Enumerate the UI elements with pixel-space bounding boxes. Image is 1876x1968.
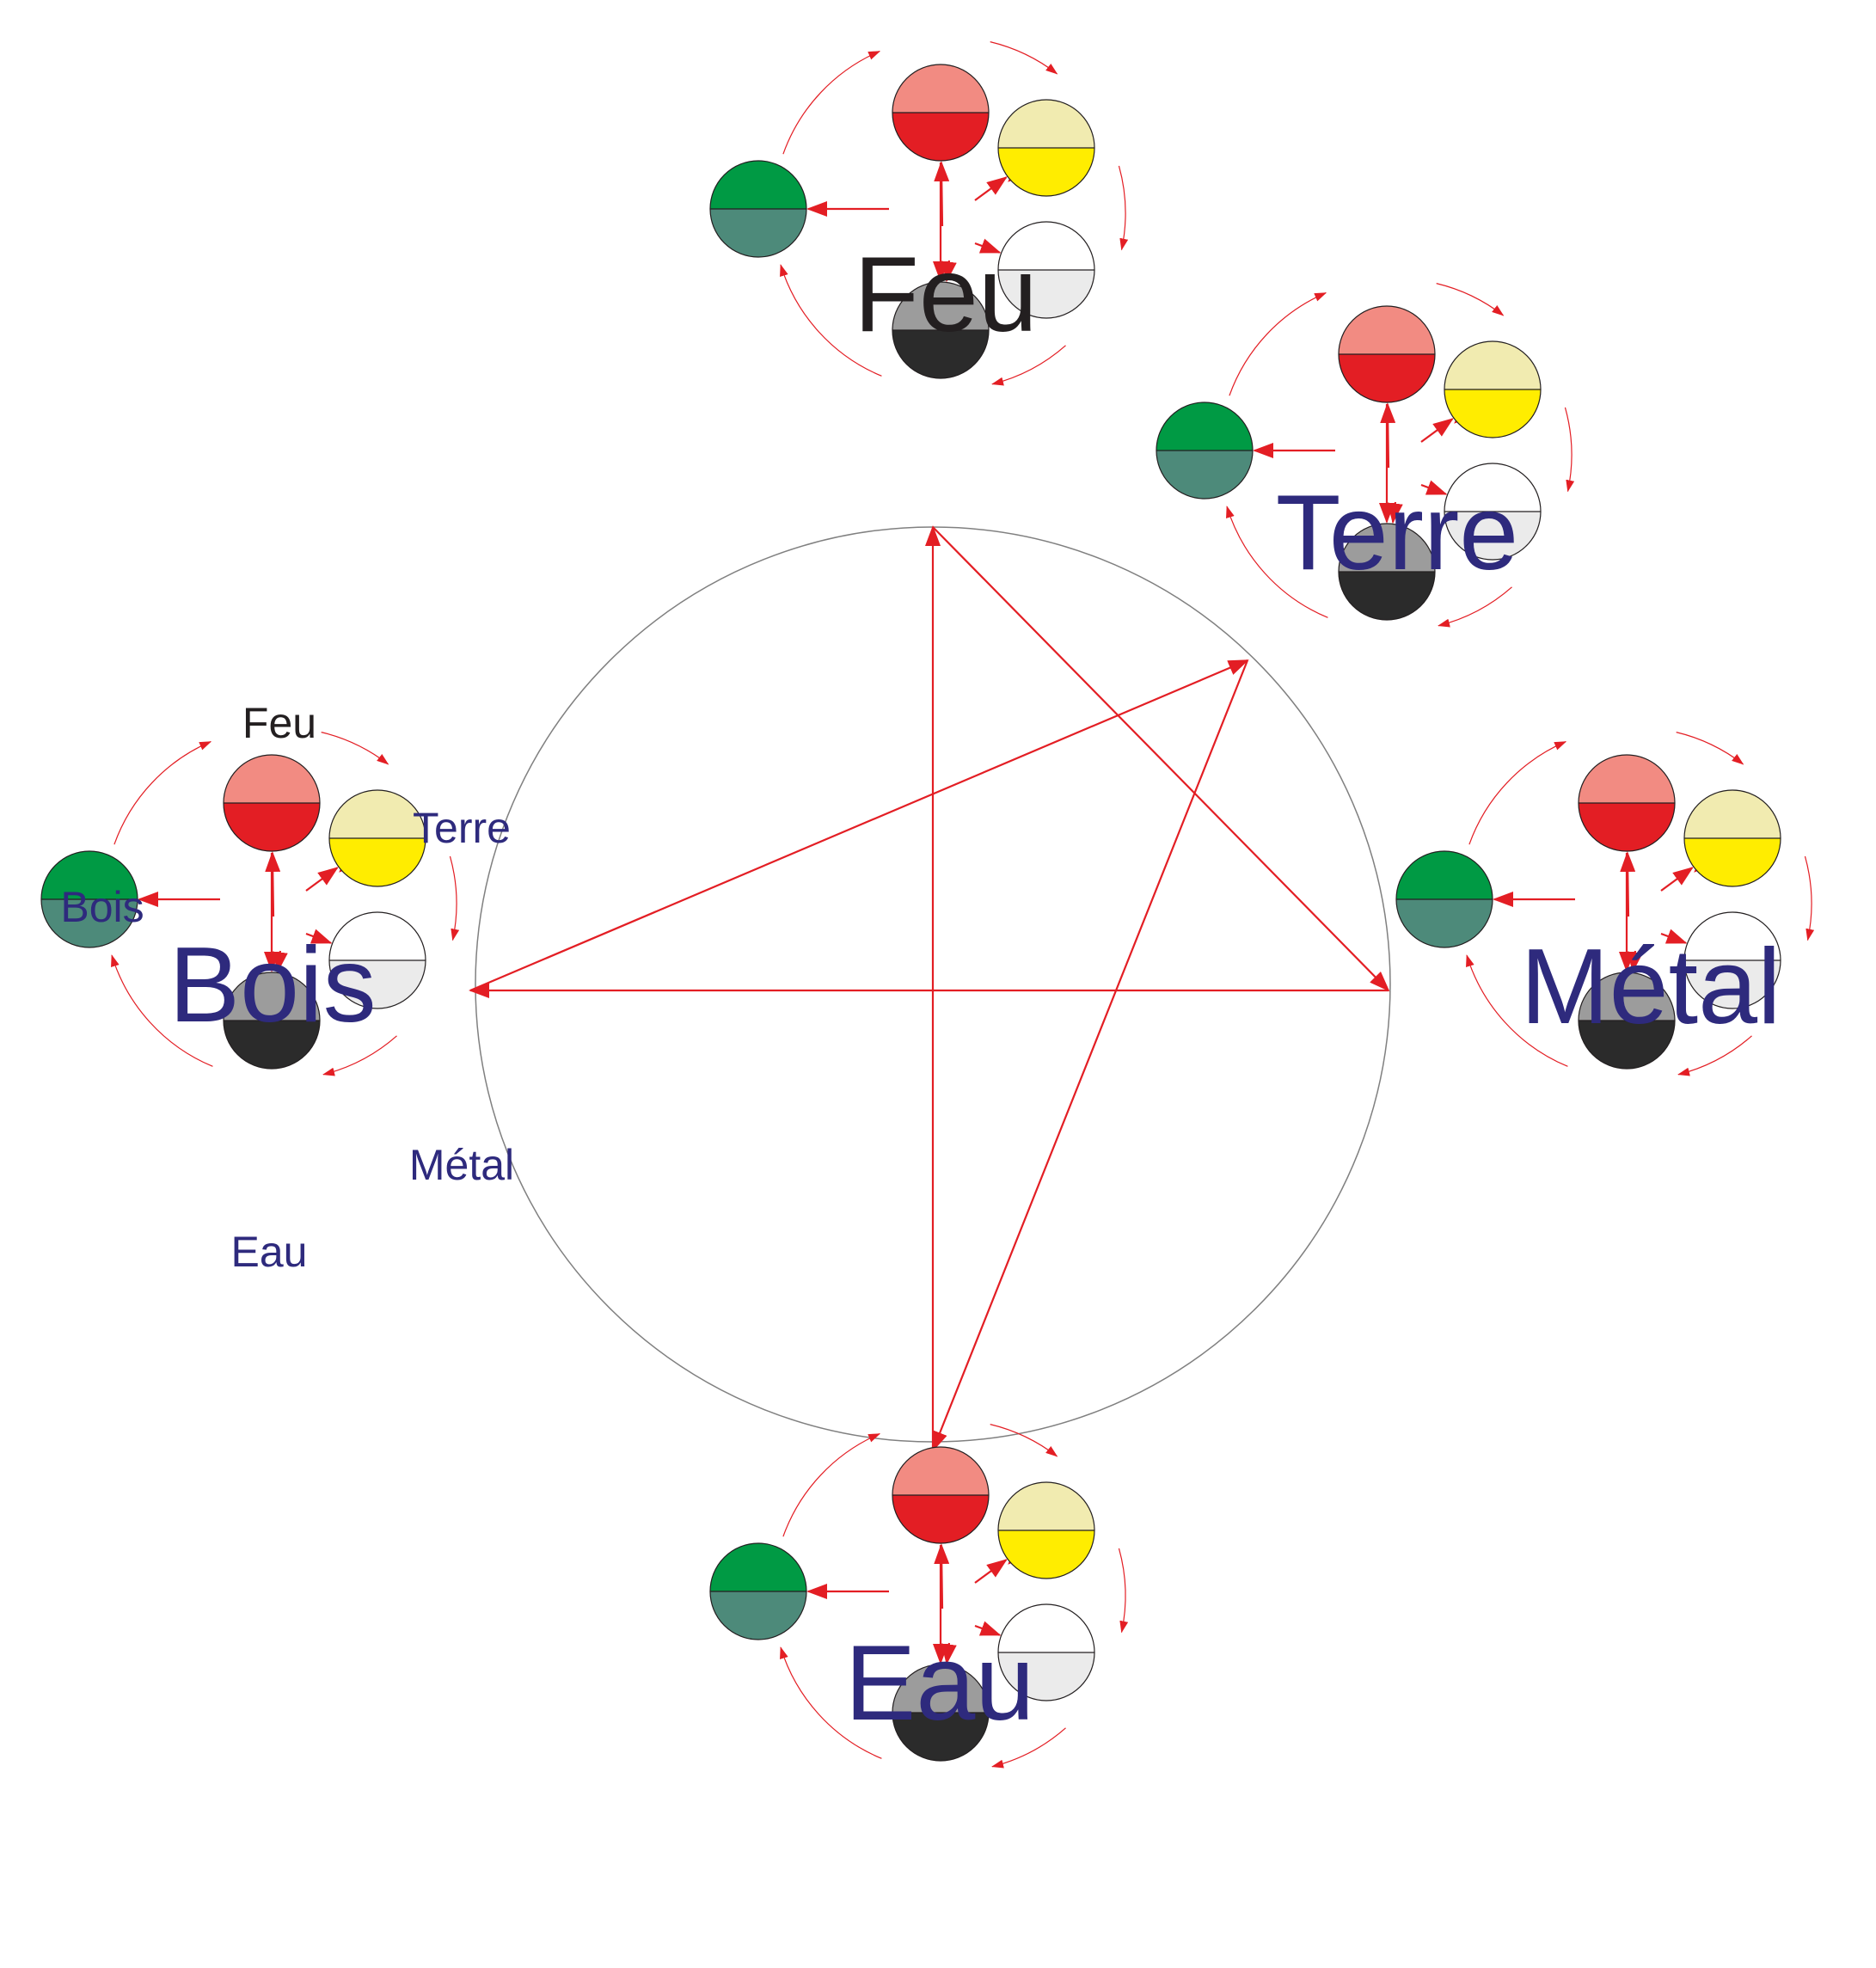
phase-circle-metal-bois [1395,850,1493,948]
cycle-arc-terre-terre [1564,407,1575,493]
title-feu: Feu [854,236,1038,354]
group-terre [1156,283,1575,628]
control-arrow-terre-metal [1420,480,1448,495]
control-arrow-bois-terre [305,867,339,892]
cycle-arc-eau-terre [1118,1548,1129,1634]
cycle-arc-terre-bois [1229,292,1327,396]
phase-circle-metal-metal [1683,911,1781,1009]
label-bois: Bois [60,883,144,931]
cycle-arc-feu-eau [780,264,882,377]
control-arrow-metal-terre [1660,867,1694,892]
phase-circle-metal-eau [1578,972,1676,1070]
title-eau: Eau [845,1624,1035,1743]
cycle-arc-terre-feu [1436,283,1505,316]
cycle-arc-feu-metal [991,345,1066,386]
phase-circle-eau-eau [892,1664,990,1762]
phase-circle-bois-feu [223,754,321,852]
phase-circle-feu-terre [997,99,1095,197]
cycle-arc-metal-bois [1468,741,1567,845]
group-bois [40,732,460,1076]
control-arrow-feu-terre [974,176,1008,201]
phase-circle-eau-bois [709,1542,807,1640]
group-metal [1395,732,1815,1076]
phase-circle-bois-metal [328,911,426,1009]
central-arrows [469,525,1390,1452]
cycle-arc-feu-terre [1118,165,1129,251]
label-eau: Eau [231,1228,308,1276]
title-terre: Terre [1276,474,1519,592]
title-bois: Bois [169,926,376,1045]
control-arrow-terre-terre [1420,418,1454,443]
group-titles: Feu Terre Métal Eau Bois [169,236,1781,1743]
phase-circle-eau-metal [997,1603,1095,1701]
control-arrow-metal-metal [1660,929,1688,944]
legend-labels: Feu Terre Bois Métal Eau [60,699,514,1276]
phase-circle-terre-eau [1338,523,1436,621]
phase-circle-terre-terre [1444,340,1542,438]
label-feu: Feu [242,699,316,747]
control-arrow-eau-terre [974,1559,1008,1584]
control-arrow-bois-metal [305,929,333,944]
phase-circle-bois-eau [223,972,321,1070]
phase-circle-feu-eau [892,281,990,379]
cycle-arc-terre-eau [1226,506,1328,618]
cycle-arc-eau-metal [991,1727,1066,1769]
phase-circle-terre-metal [1444,463,1542,561]
cycle-arc-bois-terre [449,855,460,941]
cycle-arc-metal-metal [1677,1035,1752,1076]
phase-circle-terre-feu [1338,305,1436,403]
phase-circle-metal-feu [1578,754,1676,852]
phase-circle-feu-metal [997,221,1095,319]
cycle-arc-feu-feu [990,41,1058,75]
central-arrow-feu-metal [932,526,1390,992]
cycle-arc-terre-metal [1438,586,1512,628]
cycle-arc-eau-feu [990,1424,1058,1457]
label-metal: Métal [409,1141,514,1189]
cycle-arc-eau-bois [782,1433,881,1537]
cycle-arc-metal-eau [1466,954,1568,1067]
phase-circle-feu-feu [892,64,990,162]
phase-circle-eau-feu [892,1446,990,1544]
cycle-arc-bois-eau [111,954,213,1067]
group-feu [709,41,1129,386]
cycle-arc-metal-terre [1804,855,1815,941]
title-metal: Métal [1520,928,1781,1046]
control-arrow-feu-metal [974,238,1002,254]
cycle-arc-bois-feu [321,732,389,765]
cycle-arc-eau-eau [780,1646,882,1759]
control-arrow-eau-metal [974,1621,1002,1636]
cycle-arc-feu-bois [782,51,881,155]
phase-circle-bois-bois [40,850,138,948]
cycle-arc-bois-metal [322,1035,397,1076]
cycle-arc-bois-bois [113,741,212,845]
group-eau [709,1424,1129,1769]
central-arrow-terre-eau [931,659,1249,1452]
element-groups [40,41,1815,1769]
phase-circle-terre-bois [1156,402,1254,500]
phase-circle-feu-bois [709,160,807,258]
cycle-arc-metal-feu [1676,732,1744,765]
phase-circle-eau-terre [997,1481,1095,1579]
label-terre: Terre [413,804,511,852]
phase-circle-metal-terre [1683,789,1781,887]
phase-circle-bois-terre [328,789,426,887]
central-arrow-bois-terre [469,659,1249,992]
